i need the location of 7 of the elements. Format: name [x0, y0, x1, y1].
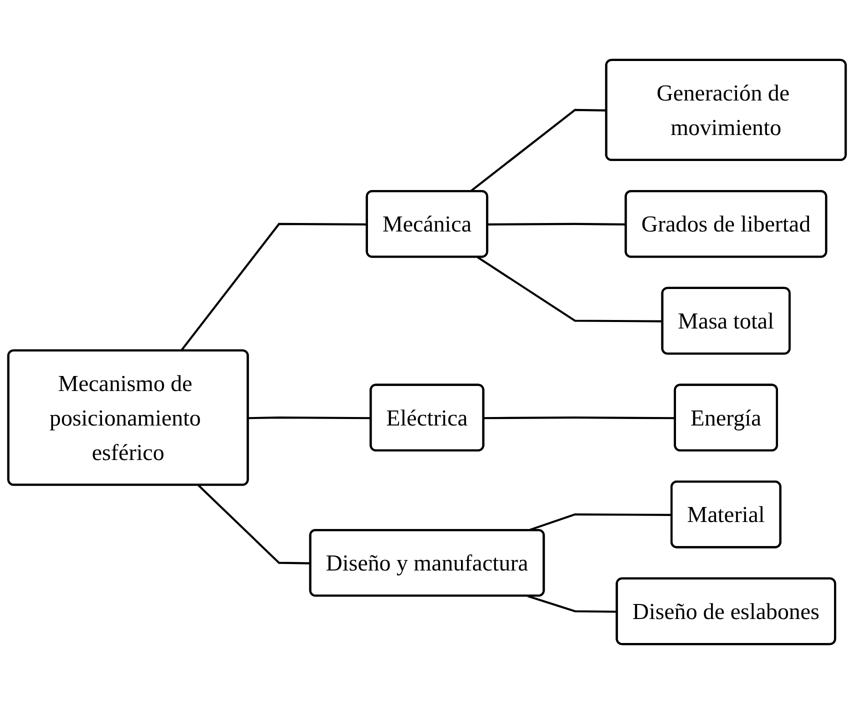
connector [469, 108, 607, 192]
connector [488, 222, 626, 226]
connector [527, 595, 618, 613]
connector [248, 416, 372, 420]
connector [477, 256, 663, 322]
connector [484, 416, 676, 420]
connector [198, 484, 311, 564]
